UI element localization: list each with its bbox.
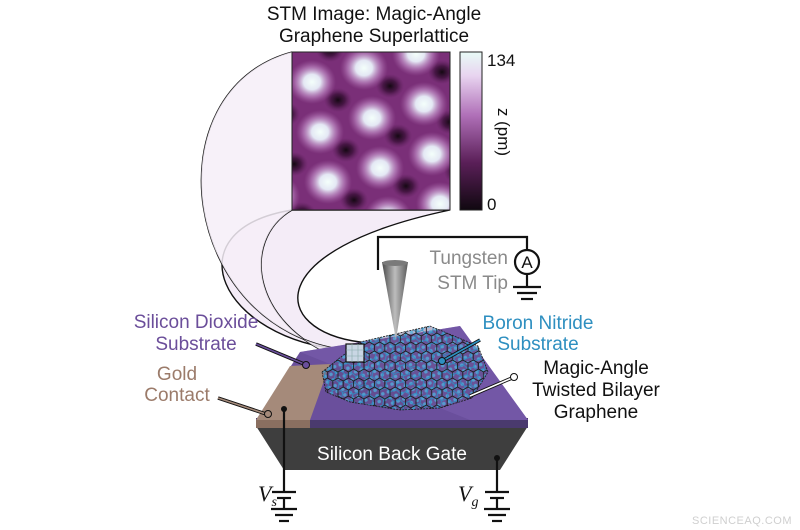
sio2-label-line1: Silicon Dioxide <box>134 312 259 333</box>
stm-dark-spot <box>292 152 308 176</box>
stm-image <box>292 52 532 234</box>
stm-dark-spot <box>316 52 344 62</box>
stm-dark-spot <box>292 103 300 125</box>
tip-wire <box>376 235 529 270</box>
graphene-flake-outline <box>321 325 489 411</box>
title-line2: Graphene Superlattice <box>279 26 469 47</box>
stm-tip <box>382 262 408 340</box>
colorbar-min-label: 0 <box>487 195 496 214</box>
scan-area-marker <box>345 343 365 363</box>
colorbar-axis-label: z (pm) <box>494 108 513 156</box>
stm-bright-spot <box>304 160 352 204</box>
stm-bright-spot <box>292 60 336 104</box>
stm-dark-spot <box>504 196 532 220</box>
stm-tip-top <box>382 260 408 266</box>
tip-label-line1: Tungsten <box>429 248 508 269</box>
stm-bright-spot <box>447 52 450 55</box>
bn-pointer-dot <box>438 357 446 365</box>
silicon-back-gate <box>256 426 528 470</box>
colorbar <box>459 51 483 211</box>
stm-bright-spot <box>408 132 450 176</box>
gold-label-line1: Gold <box>157 364 197 385</box>
zoom-callout-fill <box>201 52 350 362</box>
tbg-label-line1: Magic-Angle <box>543 358 649 379</box>
vs-label: Vs <box>258 481 277 510</box>
stm-bright-spot <box>400 82 448 126</box>
back-gate-node <box>494 455 500 461</box>
stm-dark-spot <box>452 210 480 234</box>
gold-pointer-dot <box>264 410 272 418</box>
back-gate-label: Silicon Back Gate <box>317 444 467 465</box>
gold-contact <box>256 364 330 420</box>
tbg-pointer-dot <box>510 373 518 381</box>
tip-label-line2: STM Tip <box>437 273 508 294</box>
stm-bright-spot <box>365 196 411 210</box>
watermark: SCIENCEAQ.COM <box>692 515 792 527</box>
stm-image-frame <box>291 51 451 211</box>
gold-contact-node <box>281 406 287 412</box>
stm-bright-spot <box>296 110 344 154</box>
stm-bright-spot <box>292 179 300 210</box>
vg-label: Vg <box>458 481 478 510</box>
bn-label-line2: Substrate <box>497 334 578 355</box>
sio2-pointer-dot <box>302 361 310 369</box>
tbg-label-line2: Twisted Bilayer <box>532 380 660 401</box>
stm-bright-spot <box>356 146 404 190</box>
sio2-front-face <box>256 418 528 428</box>
stm-bright-spot <box>392 52 440 76</box>
title-line1: STM Image: Magic-Angle <box>267 4 481 25</box>
ammeter-symbol: A <box>521 253 533 272</box>
source-voltage-circuit <box>271 410 297 523</box>
tip-ground-icon <box>513 285 541 301</box>
stm-bright-spot <box>348 96 396 140</box>
tbg-label-line3: Graphene <box>554 402 639 423</box>
bn-label-line1: Boron Nitride <box>483 313 594 334</box>
sio2-label-line2: Substrate <box>155 334 236 355</box>
gate-voltage-circuit <box>484 458 510 523</box>
gold-label-line2: Contact <box>144 385 210 406</box>
stm-bright-spot <box>416 182 450 210</box>
stm-bright-spot <box>340 52 388 90</box>
colorbar-max-label: 134 <box>487 51 515 70</box>
